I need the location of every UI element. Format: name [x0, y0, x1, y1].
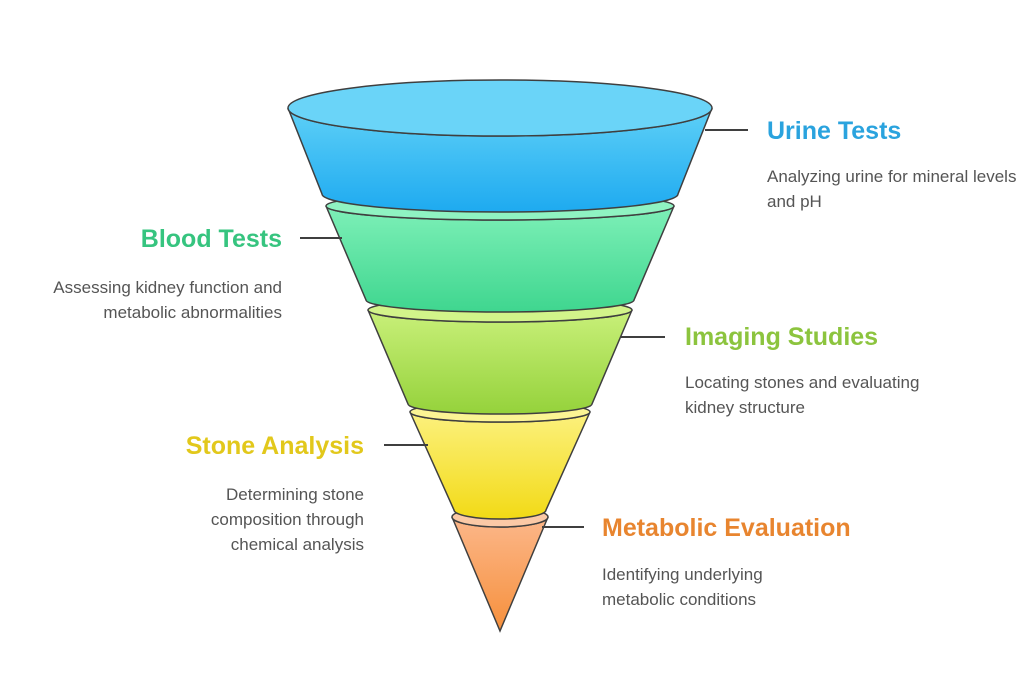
stage-title-urine-tests: Urine Tests [767, 117, 902, 145]
stage-description-urine-tests: Analyzing urine for mineral levels and p… [767, 167, 1017, 211]
stage-title-metabolic-evaluation: Metabolic Evaluation [602, 514, 851, 542]
stage-description-metabolic-evaluation: Identifying underlying metabolic conditi… [602, 565, 763, 609]
funnel-segment-stone-analysis [409, 401, 591, 520]
stage-description-blood-tests: Assessing kidney function and metabolic … [53, 278, 282, 322]
stage-description-stone-analysis: Determining stone composition through ch… [210, 485, 364, 554]
funnel-segment-metabolic-evaluation [451, 506, 549, 633]
stage-title-blood-tests: Blood Tests [140, 225, 282, 253]
funnel-segment-urine-tests [287, 79, 713, 213]
stage-title-stone-analysis: Stone Analysis [185, 432, 364, 460]
stage-description-imaging-studies: Locating stones and evaluating kidney st… [685, 373, 920, 417]
funnel-segment-imaging-studies [367, 297, 633, 415]
stage-title-imaging-studies: Imaging Studies [685, 323, 879, 351]
